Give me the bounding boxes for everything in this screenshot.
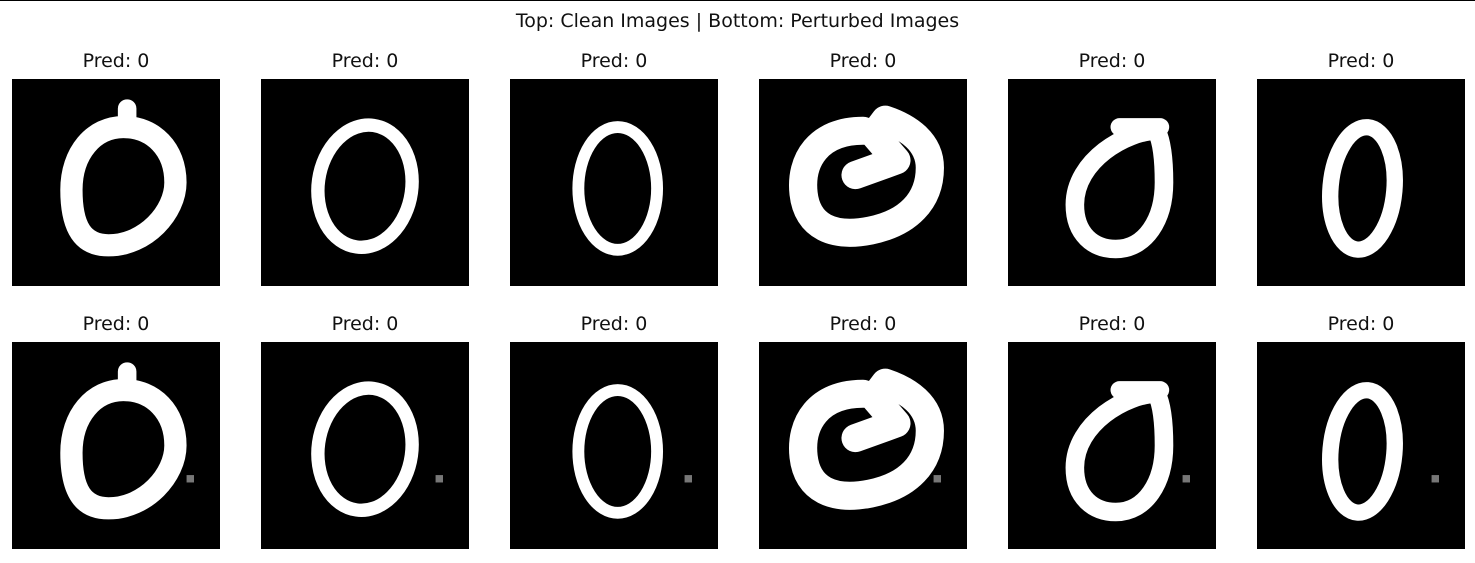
digit-image — [510, 342, 718, 549]
digit-image — [510, 79, 718, 286]
pred-label: Pred: 0 — [82, 50, 150, 72]
pred-label: Pred: 0 — [1078, 313, 1146, 335]
pred-label: Pred: 0 — [580, 313, 648, 335]
pred-label: Pred: 0 — [580, 50, 648, 72]
digit-image — [759, 342, 967, 549]
pred-label: Pred: 0 — [829, 313, 897, 335]
digit-image — [12, 342, 220, 549]
digit-image — [1008, 342, 1216, 549]
digit-image — [759, 79, 967, 286]
pred-label: Pred: 0 — [82, 313, 150, 335]
pred-label: Pred: 0 — [1078, 50, 1146, 72]
figure-title: Top: Clean Images | Bottom: Perturbed Im… — [515, 10, 960, 32]
digit-image — [12, 79, 220, 286]
digit-image — [1008, 79, 1216, 286]
pred-label: Pred: 0 — [331, 313, 399, 335]
top-border — [0, 0, 1475, 1]
pred-label: Pred: 0 — [1327, 313, 1395, 335]
digit-image — [261, 342, 469, 549]
pred-label: Pred: 0 — [331, 50, 399, 72]
digit-image — [1257, 342, 1465, 549]
digit-image — [1257, 79, 1465, 286]
digit-image — [261, 79, 469, 286]
pred-label: Pred: 0 — [1327, 50, 1395, 72]
pred-label: Pred: 0 — [829, 50, 897, 72]
